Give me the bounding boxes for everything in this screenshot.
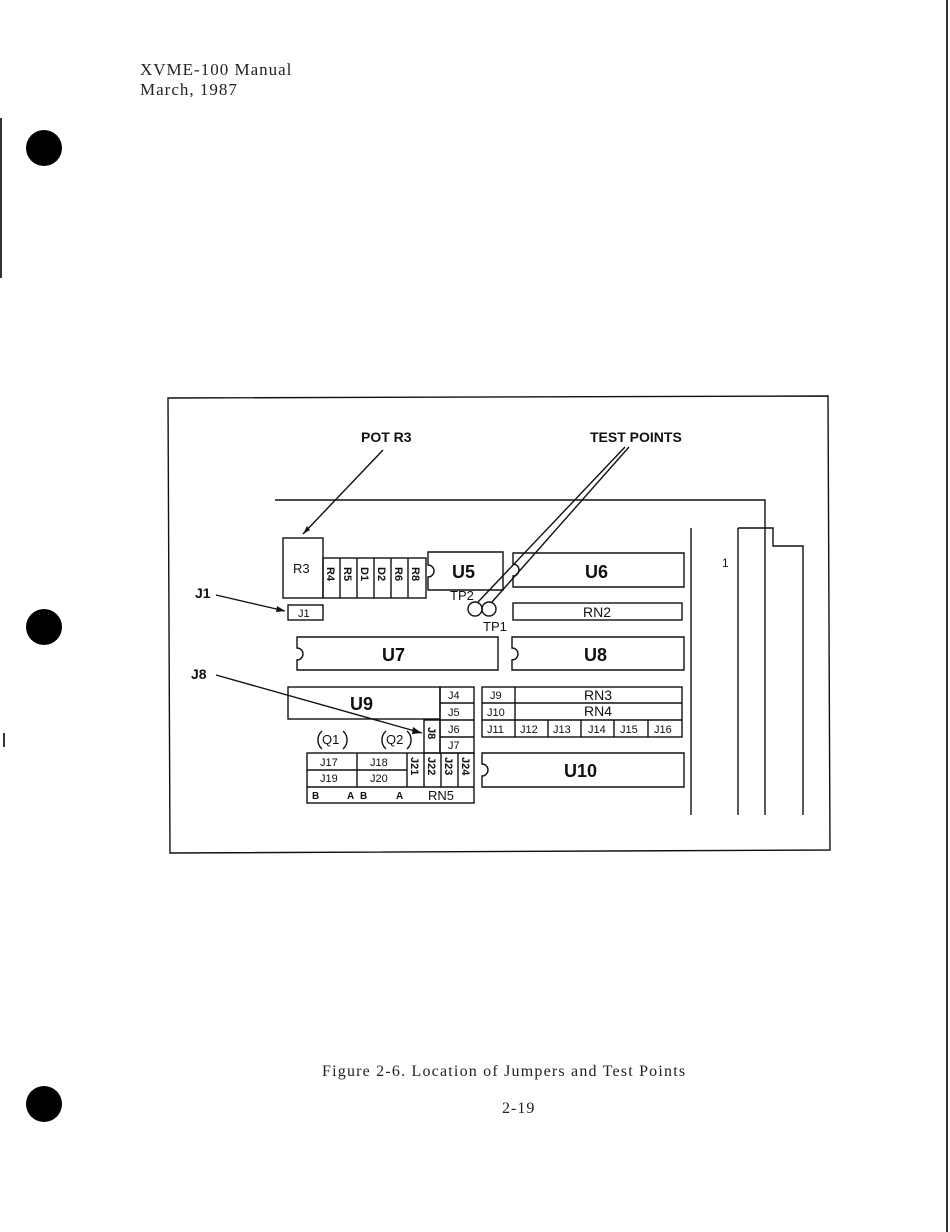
j-stack-label: J5 [448,707,460,719]
q1-label: Q1 [322,732,339,747]
q2-label: Q2 [386,732,403,747]
rn4-label: RN4 [584,703,612,719]
tp2-label: TP2 [450,588,474,603]
small-part-label: D1 [358,567,370,581]
j19-label: J19 [320,773,338,785]
test-points-callout: TEST POINTS [590,429,682,445]
j-vertical-label: J23 [442,757,454,775]
rn5-pin-a2: A [396,791,403,802]
small-part-label: R4 [324,567,336,582]
j8-callout: J8 [191,666,207,682]
j-stack-label: J7 [448,740,460,752]
r3-label: R3 [293,561,310,576]
u6-label: U6 [585,562,608,582]
connector-pin-label: 1 [722,556,729,570]
tp1-label: TP1 [483,619,507,634]
rn5-label: RN5 [428,788,454,803]
u10-label: U10 [564,761,597,781]
rn3-label: RN3 [584,687,612,703]
small-part-label: R6 [392,567,404,581]
j1-box-label: J1 [298,608,310,620]
j-row-label: J13 [553,724,571,736]
u7-label: U7 [382,645,405,665]
rn5-pin-a1: A [347,791,354,802]
j18-label: J18 [370,757,388,769]
j-row-label: J15 [620,724,638,736]
j-row-label: J16 [654,724,672,736]
j-row-label: J12 [520,724,538,736]
j-stack-label: J6 [448,724,460,736]
rn2-label: RN2 [583,604,611,620]
u8-label: U8 [584,645,607,665]
page-number: 2-19 [502,1100,535,1118]
figure-caption: Figure 2-6. Location of Jumpers and Test… [322,1063,686,1081]
small-part-label: D2 [375,567,387,581]
rn5-pin-b2: B [360,791,367,802]
j9-label: J9 [490,690,502,702]
small-part-label: R5 [341,567,353,581]
j8-vertical-label: J8 [425,727,437,739]
j-row-label: J11 [487,724,504,736]
j-stack-label: J4 [448,690,460,702]
j-vertical-label: J22 [425,757,437,775]
u5-label: U5 [452,562,475,582]
j-vertical-label: J24 [459,757,471,776]
j-vertical-label: J21 [408,757,420,775]
pot-r3-callout: POT R3 [361,429,412,445]
j1-callout: J1 [195,585,211,601]
small-part-label: R8 [409,567,421,581]
j17-label: J17 [320,757,338,769]
u9-label: U9 [350,694,373,714]
j-row-label: J14 [588,724,606,736]
j20-label: J20 [370,773,388,785]
rn5-pin-b1: B [312,791,319,802]
j10-label: J10 [487,707,505,719]
